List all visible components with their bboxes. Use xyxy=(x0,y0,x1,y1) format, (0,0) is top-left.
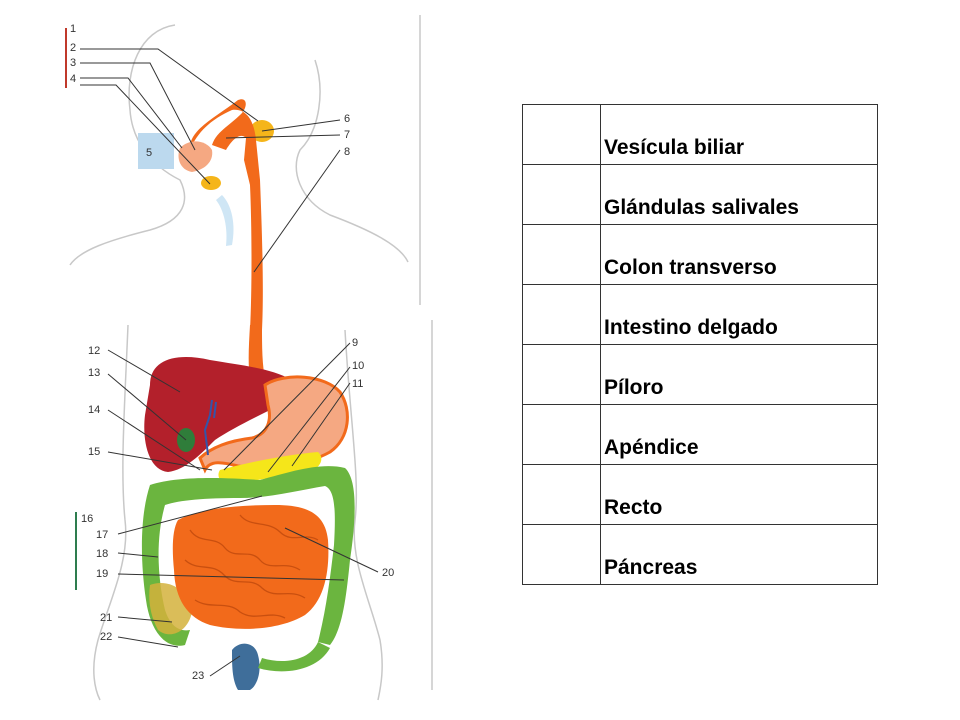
callout-20: 20 xyxy=(382,567,394,579)
callout-18: 18 xyxy=(96,548,108,560)
organ-matching-table: Vesícula biliar Glándulas salivales Colo… xyxy=(522,104,878,585)
small-intestine xyxy=(172,505,329,629)
callout-4: 4 xyxy=(70,73,76,85)
callout-13: 13 xyxy=(88,367,100,379)
organ-name-cell: Apéndice xyxy=(600,404,878,465)
callout-6: 6 xyxy=(344,113,350,125)
table-row: Píloro xyxy=(522,344,878,405)
table-row: Páncreas xyxy=(522,524,878,585)
callout-12: 12 xyxy=(88,345,100,357)
number-cell[interactable] xyxy=(522,284,601,345)
organ-name-cell: Recto xyxy=(600,464,878,525)
organ-name-cell: Intestino delgado xyxy=(600,284,878,345)
table-row: Recto xyxy=(522,464,878,525)
table-row: Apéndice xyxy=(522,404,878,465)
callout-23: 23 xyxy=(192,670,204,682)
sigmoid-colon xyxy=(258,642,330,672)
callout-3: 3 xyxy=(70,57,76,69)
callout-8: 8 xyxy=(344,146,350,158)
table-row: Vesícula biliar xyxy=(522,104,878,165)
number-cell[interactable] xyxy=(522,344,601,405)
number-cell[interactable] xyxy=(522,164,601,225)
organ-name-cell: Glándulas salivales xyxy=(600,164,878,225)
callout-2: 2 xyxy=(70,42,76,54)
small-intestine-folds xyxy=(184,514,319,619)
callout-11: 11 xyxy=(352,378,363,390)
number-cell[interactable] xyxy=(522,524,601,585)
number-cell[interactable] xyxy=(522,104,601,165)
callout-16: 16 xyxy=(81,513,93,525)
callout-19: 19 xyxy=(96,568,108,580)
callout-9: 9 xyxy=(352,337,358,349)
organ-name-cell: Colon transverso xyxy=(600,224,878,285)
organ-name-cell: Vesícula biliar xyxy=(600,104,878,165)
callout-22: 22 xyxy=(100,631,112,643)
number-cell[interactable] xyxy=(522,404,601,465)
callout-17: 17 xyxy=(96,529,108,541)
callout-15: 15 xyxy=(88,446,100,458)
callout-14: 14 xyxy=(88,404,100,416)
digestive-system-diagram: 1 2 3 4 5 6 7 8 9 10 11 12 13 14 15 16 1… xyxy=(65,15,433,701)
number-cell[interactable] xyxy=(522,464,601,525)
table-row: Intestino delgado xyxy=(522,284,878,345)
callout-1: 1 xyxy=(70,23,76,35)
callout-5: 5 xyxy=(146,147,152,159)
mouth-region-box xyxy=(138,133,174,169)
body-outline xyxy=(69,15,433,701)
callout-21: 21 xyxy=(100,612,112,624)
organ-name-cell: Páncreas xyxy=(600,524,878,585)
bile-duct xyxy=(203,399,217,456)
callout-numbers: 1 2 3 4 5 6 7 8 9 10 11 12 13 14 15 16 1… xyxy=(70,23,394,682)
rectum xyxy=(232,643,260,690)
callout-7: 7 xyxy=(344,129,350,141)
table-row: Glándulas salivales xyxy=(522,164,878,225)
leader-lines xyxy=(80,48,379,677)
table-row: Colon transverso xyxy=(522,224,878,285)
callout-10: 10 xyxy=(352,360,364,372)
number-cell[interactable] xyxy=(522,224,601,285)
organ-name-cell: Píloro xyxy=(600,344,878,405)
trachea xyxy=(216,195,234,246)
